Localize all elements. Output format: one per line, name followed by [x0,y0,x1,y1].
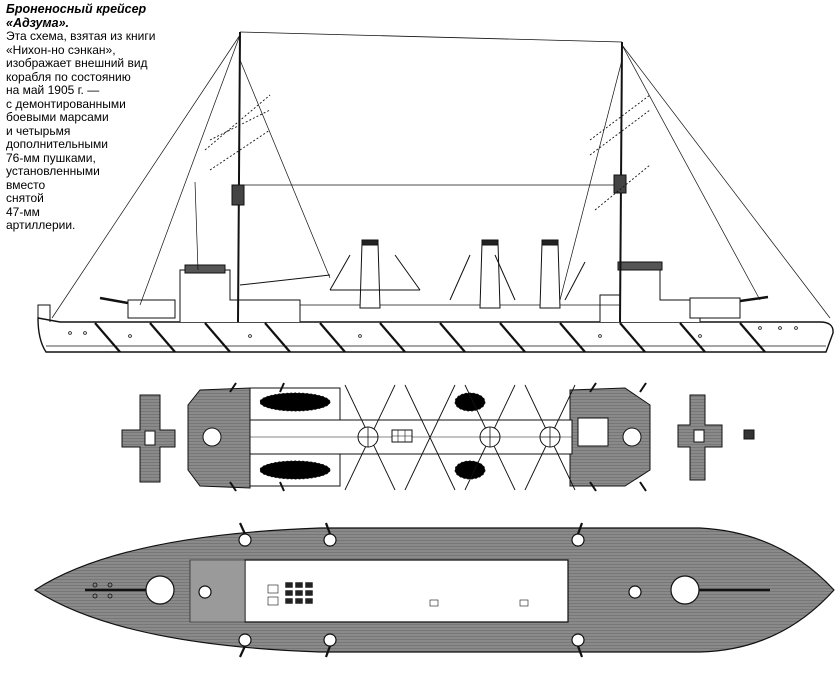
aft-superstructure [599,267,701,322]
caption-body: Эта схема, взятая из книги «Нихон-но сэн… [6,29,156,232]
small-fitting [743,429,755,440]
forward-superstructure [179,269,301,322]
aft-turret-plan [670,575,700,605]
caption-block: Броненосный крейсер «Адзума». Эта схема,… [6,2,256,233]
bow-fitting [37,304,51,322]
portholes [68,326,798,338]
fore-turret-side [127,299,176,319]
upper-deck-plan [121,382,755,492]
central-deck-area [244,559,569,623]
aft-deck-section [569,387,651,487]
main-deck-plan [33,522,835,658]
hull-shading [94,322,766,353]
fore-turret-plan [145,575,175,605]
funnels [359,239,561,309]
funnel-tops-plan [357,426,561,448]
hatch-grid [284,581,314,605]
side-elevation-view [37,31,834,353]
aft-turret-side [689,297,741,319]
hull-side [37,317,834,353]
foremast [237,31,241,323]
caption-title: Броненосный крейсер «Адзума». [6,2,147,30]
